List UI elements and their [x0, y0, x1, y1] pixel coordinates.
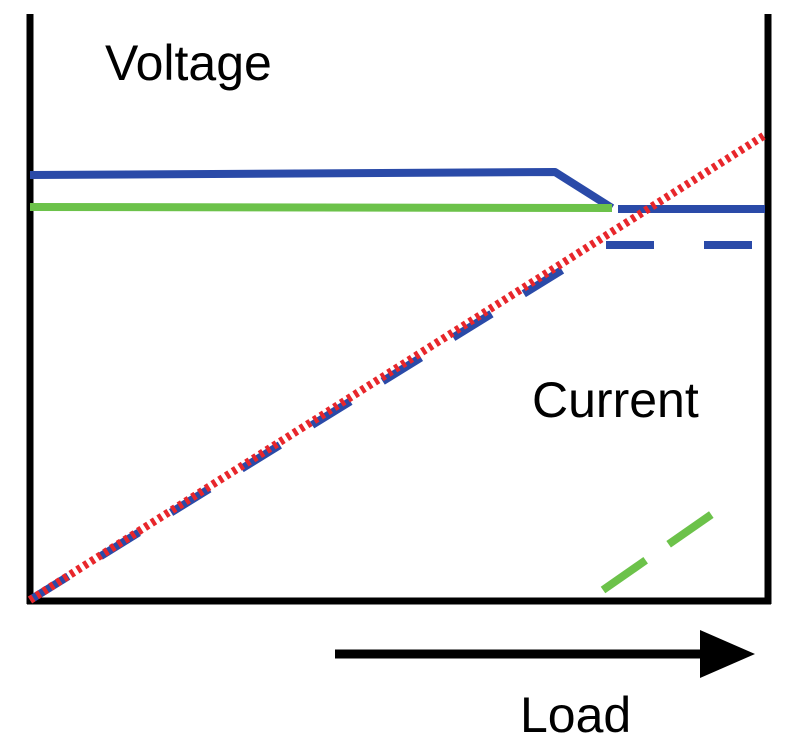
load-label: Load [520, 687, 631, 743]
voltage-line-green [29, 203, 613, 212]
load-arrow-head [700, 630, 755, 678]
voltage-line-blue [29, 168, 615, 212]
current-line-green-dashed [600, 501, 728, 594]
current-label: Current [532, 372, 699, 428]
voltage-label: Voltage [105, 35, 272, 91]
current-line-red-dotted [27, 131, 768, 604]
